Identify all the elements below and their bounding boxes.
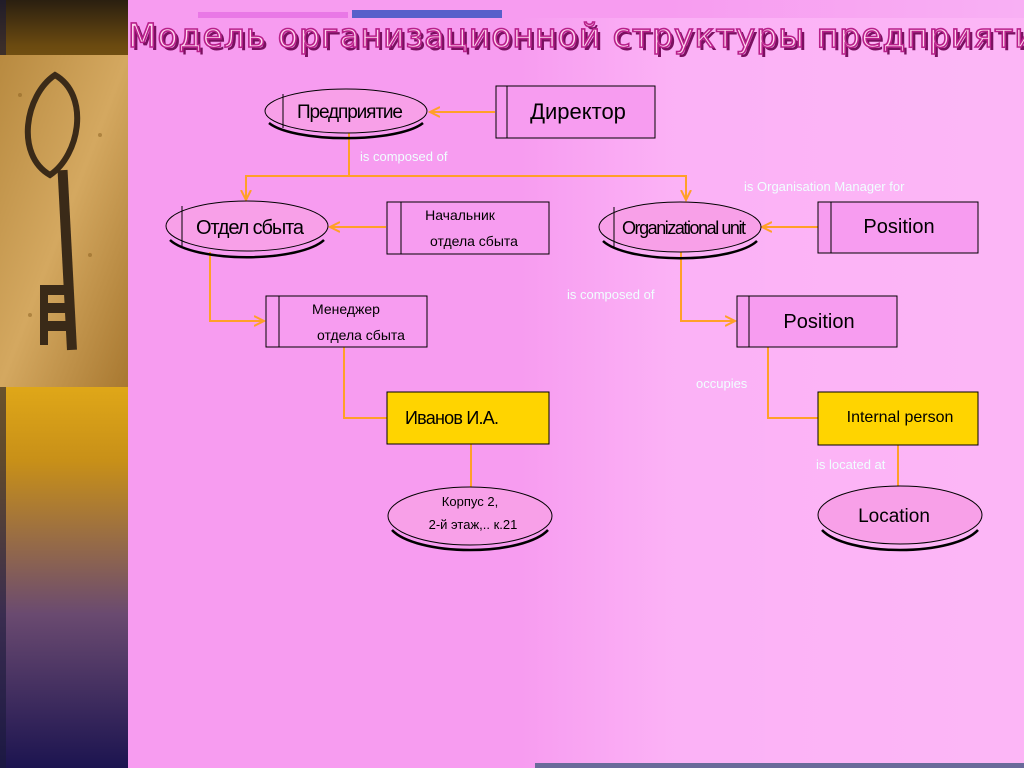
node-label-korpus-l1: Корпус 2, [442,494,498,509]
node-label-internal-person: Internal person [847,409,954,426]
edge-label-composed-left: is composed of [360,149,448,164]
edge-label-org-manager: is Organisation Manager for [744,179,905,194]
node-label-nachalnik-l2: отдела сбыта [430,233,518,249]
edge-orgunit-position [680,252,735,321]
page-title: Модель организационной структуры предпри… [127,15,1024,56]
edge-position-internal [767,347,818,419]
node-korpus: Корпус 2, 2-й этаж,.. к.21 [387,486,553,552]
node-predpriyatie: Предприятие [264,88,428,140]
edge-label-occupies: occupies [696,376,748,391]
node-label-menedzher-l2: отдела сбыта [317,327,405,343]
node-label-predpriyatie: Предприятие [297,102,403,123]
node-label-nachalnik-l1: Начальник [425,207,496,223]
node-nachalnik: Начальник отдела сбыта [386,201,550,255]
node-label-menedzher-l1: Менеджер [312,301,380,317]
node-internal-person: Internal person [817,391,979,446]
node-label-otdel-sbyta: Отдел сбыта [196,217,305,239]
node-menedzher: Менеджер отдела сбыта [265,295,428,348]
node-direktor: Директор [495,85,656,139]
node-ivanov: Иванов И.А. [386,391,550,445]
node-position-top: Position [817,201,979,254]
edge-labels: is composed of is Organisation Manager f… [360,149,905,472]
bottom-strip [535,763,1024,768]
node-otdel-sbyta: Отдел сбыта [165,200,329,259]
connectors [209,112,899,488]
node-label-location: Location [858,506,930,527]
node-location: Location [817,485,983,552]
node-position-mid: Position [736,295,898,348]
edge-label-composed-right: is composed of [567,287,655,302]
edge-label-located-at: is located at [816,457,886,472]
node-label-korpus-l2: 2-й этаж,.. к.21 [429,517,518,532]
node-org-unit: Organizational unit [598,201,762,260]
node-label-ivanov: Иванов И.А. [405,408,499,428]
node-label-direktor: Директор [530,99,626,124]
node-label-org-unit: Organizational unit [622,218,746,238]
top-decoration-right [352,10,502,18]
edge-menedzher-ivanov [343,347,387,419]
top-decoration-left [198,12,348,18]
edge-split-orgunit [349,175,686,200]
edge-split-otdel [246,175,349,200]
edge-otdel-menedzher [209,252,264,321]
node-label-position-top: Position [863,216,934,238]
node-label-position-mid: Position [783,311,854,333]
key-photo [0,55,128,387]
